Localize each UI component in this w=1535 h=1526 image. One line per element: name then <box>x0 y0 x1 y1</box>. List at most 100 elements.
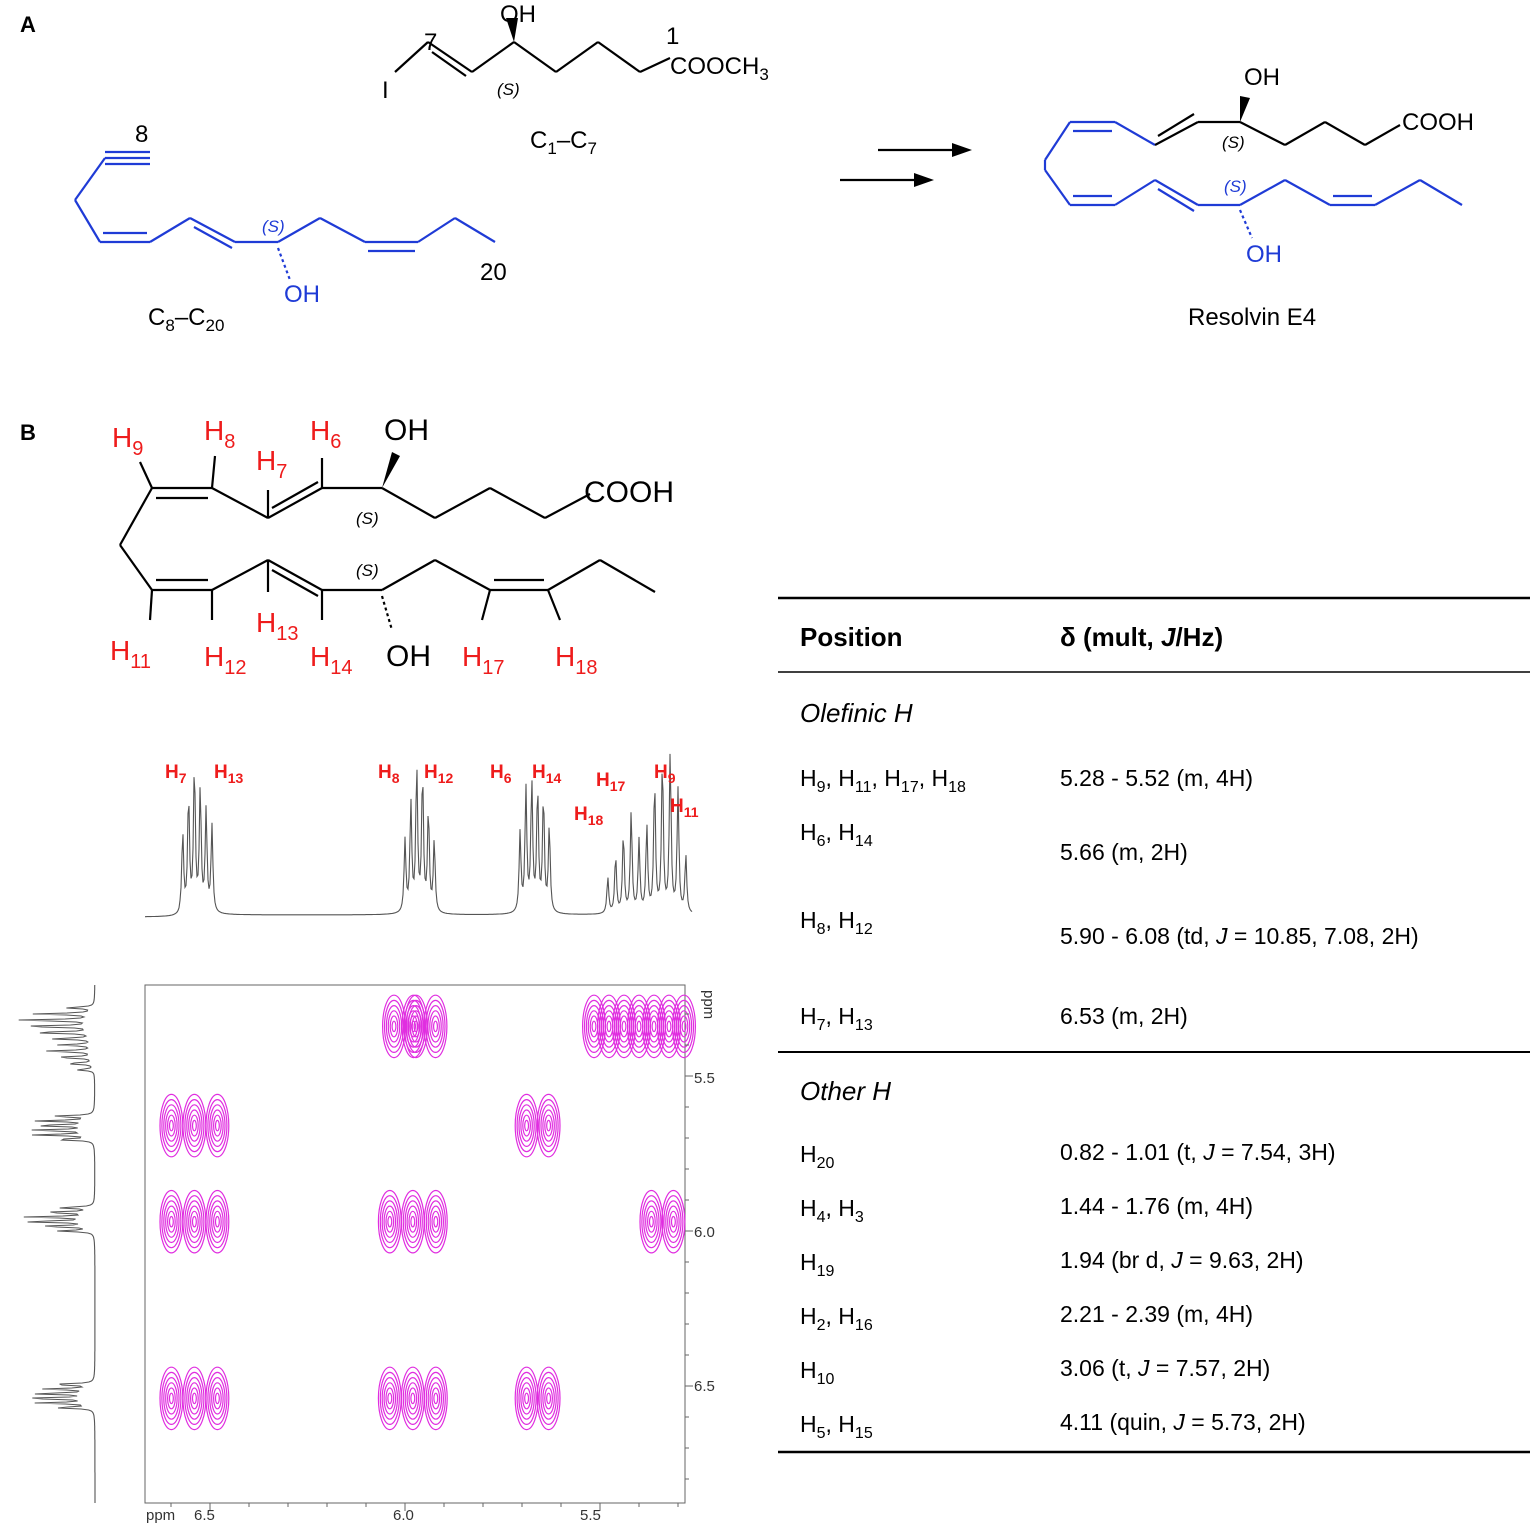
carbon-20-label: 20 <box>480 259 507 286</box>
cosy-contour <box>645 1205 658 1238</box>
cosy-contour <box>431 1387 441 1410</box>
peak-label-h11: H11 <box>670 796 699 820</box>
peak-label-h8: H8 <box>378 762 400 786</box>
cosy-contour <box>546 1392 552 1405</box>
cosy-contour <box>522 1387 531 1410</box>
cosy-contour <box>429 1382 443 1415</box>
cosy-contour <box>379 1195 400 1249</box>
cosy-contour <box>209 1104 226 1147</box>
cosy-contour <box>209 1200 226 1244</box>
proton-spectrum-1d: H7 H13 H8 H12 H6 H14 H17 H9 H18 H11 <box>145 753 699 918</box>
cosy-contour <box>516 1098 537 1153</box>
cosy-contour <box>524 1119 530 1132</box>
oh-top-label: OH <box>1244 64 1280 91</box>
cosy-contour <box>411 1020 417 1033</box>
cosy-contour <box>403 999 424 1054</box>
cosy-contour <box>405 1005 422 1048</box>
nmr-table: Position δ (mult, J/Hz) Olefinic H Other… <box>778 596 1530 1454</box>
h11-label: H11 <box>110 635 151 673</box>
olefinic-row-2-shift: 5.90 - 6.08 (td, J = 10.85, 7.08, 2H) <box>1060 923 1419 949</box>
peak-label-h7: H7 <box>165 762 187 786</box>
other-row-2-shift: 1.94 (br d, J = 9.63, 2H) <box>1060 1247 1304 1273</box>
cosy-contour <box>410 1215 416 1228</box>
other-row-1-shift: 1.44 - 1.76 (m, 4H) <box>1060 1193 1253 1219</box>
cosy-contour <box>205 1093 230 1158</box>
h7-label: H7 <box>256 445 287 483</box>
section-olefinic: Olefinic H <box>800 698 913 728</box>
other-row-3-shift: 2.21 - 2.39 (m, 4H) <box>1060 1301 1253 1327</box>
cosy-contour <box>536 1366 561 1431</box>
cosy-contour <box>648 1215 654 1228</box>
cosy-contour <box>679 1015 689 1038</box>
cosy-contour <box>391 1020 397 1033</box>
cosy-contour <box>681 1020 687 1033</box>
cosy-contour <box>536 1093 561 1158</box>
cosy-contour <box>184 1371 205 1426</box>
cosy-contour <box>431 1210 441 1233</box>
cosy-contour <box>379 1371 400 1426</box>
section-other: Other H <box>800 1076 891 1106</box>
cosy-contour <box>671 994 696 1059</box>
cosy-contour <box>161 1098 182 1153</box>
cosy-plot-frame <box>144 984 686 1504</box>
cosy-contour <box>211 1205 224 1238</box>
x-tick-6-0: 6.0 <box>393 1507 414 1524</box>
cosy-contour <box>211 1109 224 1142</box>
cosy-contour <box>381 1200 398 1244</box>
cosy-contour <box>546 1119 552 1132</box>
cosy-contour <box>425 999 446 1054</box>
cosy-contour <box>191 1215 197 1228</box>
cosy-contour <box>212 1114 222 1137</box>
cosy-contour <box>383 1205 397 1238</box>
cosy-contour <box>205 1366 230 1431</box>
x-tick-5-5: 5.5 <box>580 1507 601 1524</box>
x-axis-unit: ppm <box>146 1507 175 1524</box>
acid-label: COOH <box>584 476 674 509</box>
cosy-contour <box>544 1114 553 1137</box>
cosy-contour <box>423 1189 448 1254</box>
acid-label: COOH <box>1402 109 1474 136</box>
cosy-contour <box>425 1195 446 1249</box>
cosy-contour <box>165 1382 178 1415</box>
cosy-contour <box>406 1205 420 1238</box>
cosy-contour <box>423 994 448 1059</box>
cosy-contour <box>520 1382 533 1415</box>
resolvin-structure-b: OH (S) COOH (S) OH H9 H8 H7 H6 H11 H12 H… <box>110 414 674 679</box>
product-name: Resolvin E4 <box>1188 304 1316 331</box>
cosy-contour <box>191 1119 197 1132</box>
stereo-bottom-label: (S) <box>1224 177 1247 196</box>
oh-label: OH <box>500 1 536 28</box>
cosy-contour <box>404 1376 421 1420</box>
oh-bottom-label: OH <box>386 640 431 673</box>
cosy-contour <box>433 1215 439 1228</box>
h12-label: H12 <box>204 641 246 679</box>
cosy-contour <box>184 1195 205 1249</box>
cosy-contour <box>188 1205 201 1238</box>
cosy-contour <box>385 1210 395 1233</box>
peak-label-h12: H12 <box>424 762 454 786</box>
cosy-contour <box>423 1366 448 1431</box>
stereo-top-label: (S) <box>356 509 379 528</box>
cosy-contour <box>514 1093 539 1158</box>
cosy-contour <box>186 1104 203 1147</box>
carbon-7-label: 7 <box>424 29 437 56</box>
h18-label: H18 <box>555 641 597 679</box>
cosy-contour <box>188 1382 201 1415</box>
cosy-contour <box>168 1215 174 1228</box>
peak-label-h6: H6 <box>490 762 512 786</box>
h9-label: H9 <box>112 422 143 460</box>
wedge-bond <box>506 18 518 42</box>
olefinic-row-3-shift: 6.53 (m, 2H) <box>1060 1003 1188 1029</box>
cosy-plot: ppm ppm 6.5 6.0 5.5 5.5 6.0 6.5 <box>144 984 717 1524</box>
other-row-3-position: H2, H16 <box>800 1303 873 1334</box>
cosy-contour <box>408 1387 418 1410</box>
cosy-contour <box>667 1205 680 1238</box>
cosy-contour <box>538 1371 559 1426</box>
h17-label: H17 <box>462 641 504 679</box>
peak-label-h14: H14 <box>532 762 562 786</box>
olefinic-row-1-shift: 5.66 (m, 2H) <box>1060 839 1188 865</box>
oh-top-label: OH <box>384 414 429 447</box>
cosy-contour <box>207 1371 228 1426</box>
cosy-contour <box>429 1010 442 1043</box>
